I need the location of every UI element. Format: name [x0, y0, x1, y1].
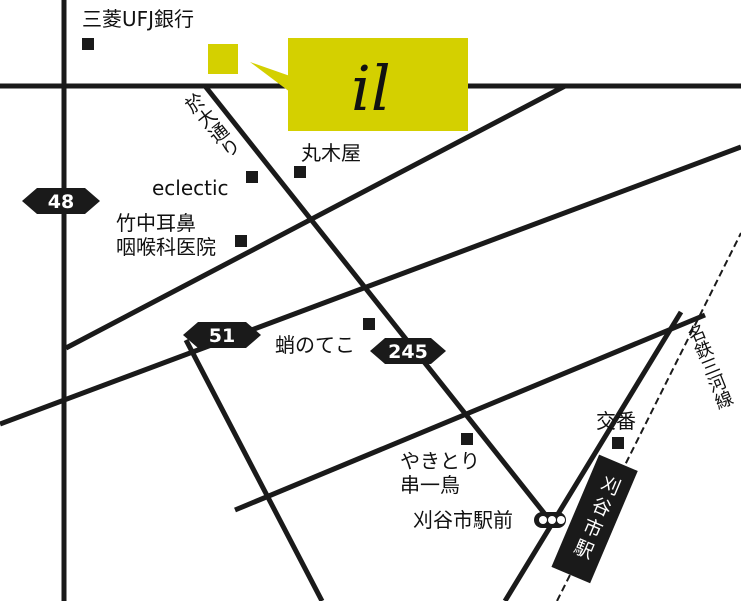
shop-marker — [363, 318, 375, 330]
road-odai-dori — [203, 84, 550, 520]
clinic-label-line1: 竹中耳鼻 — [116, 211, 196, 235]
road-diagonal-south — [234, 312, 706, 513]
bank-label: 三菱UFJ銀行 — [82, 7, 194, 31]
road-diagonal-north — [64, 83, 567, 351]
eclectic-label: eclectic — [152, 176, 229, 200]
yakitori-label-line1: やきとり — [400, 449, 480, 473]
koban-label: 交番 — [596, 409, 636, 433]
clinic-label-line2: 咽喉科医院 — [116, 235, 216, 259]
svg-text:51: 51 — [209, 325, 235, 347]
svg-text:245: 245 — [388, 341, 428, 363]
shop-label: 蛸のてこ — [275, 333, 355, 357]
route-245-shield: 245 — [370, 338, 446, 364]
marukiya-label: 丸木屋 — [301, 141, 361, 165]
road-route-51 — [0, 144, 741, 427]
bus-stop-label: 刈谷市駅前 — [413, 508, 513, 532]
road-along-railway — [502, 310, 684, 601]
brand-callout-pointer — [250, 62, 290, 92]
koban-marker — [612, 437, 624, 449]
marukiya-marker — [294, 166, 306, 178]
bus-stop-icon — [534, 512, 566, 528]
route-48-shield: 48 — [22, 188, 100, 214]
brand-callout — [288, 38, 468, 131]
brand-name: il — [351, 52, 391, 125]
railway-name: 名鉄三河線 — [682, 321, 735, 412]
landmark-markers — [82, 38, 624, 449]
brand-marker — [208, 44, 238, 74]
clinic-marker — [235, 235, 247, 247]
svg-text:48: 48 — [48, 191, 74, 213]
yakitori-marker — [461, 433, 473, 445]
road-southwest — [183, 338, 325, 601]
eclectic-marker — [246, 171, 258, 183]
bank-marker — [82, 38, 94, 50]
route-51-shield: 51 — [183, 322, 261, 348]
yakitori-label-line2: 串一鳥 — [400, 473, 460, 497]
